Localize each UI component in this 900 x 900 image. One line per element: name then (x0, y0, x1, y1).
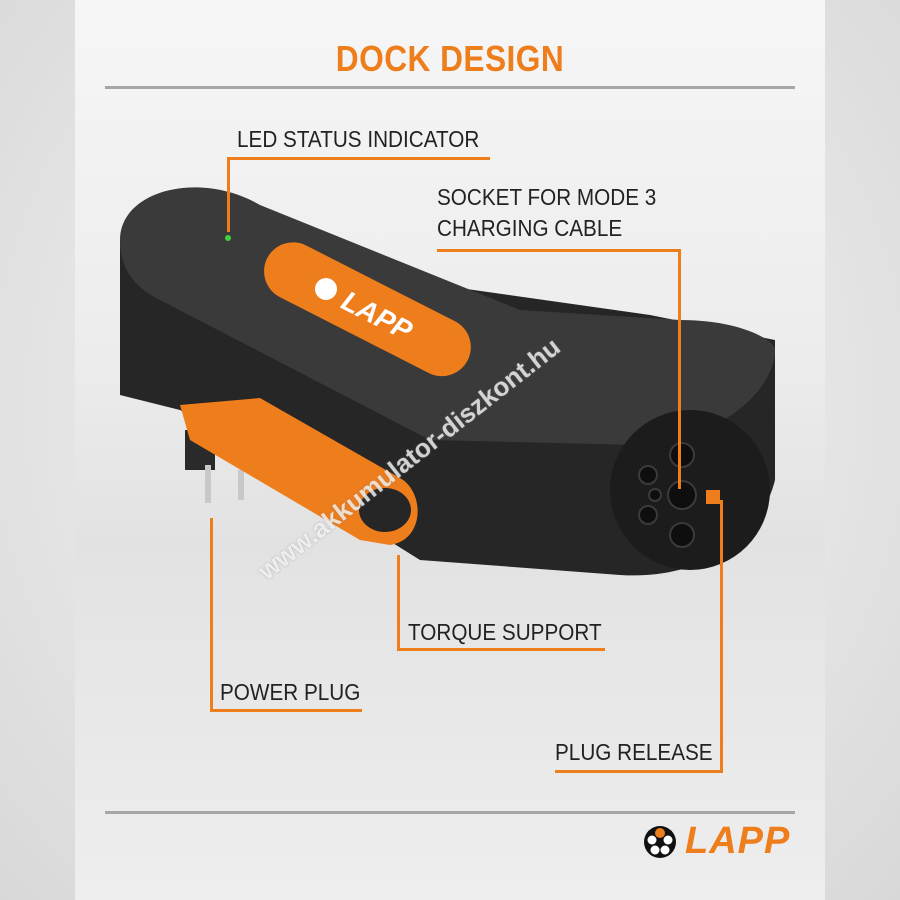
top-divider (105, 86, 795, 89)
leader-line (210, 709, 362, 712)
device-logo-icon (315, 278, 337, 300)
leader-line (227, 157, 490, 160)
device-logo-badge (264, 242, 471, 377)
lapp-brand-logo: LAPP (643, 820, 790, 863)
leader-line (227, 157, 230, 232)
plug-release-button (706, 490, 720, 504)
torque-support-arm (180, 398, 418, 545)
leader-line (397, 648, 605, 651)
leader-line (210, 518, 213, 712)
label-torque-support: TORQUE SUPPORT (408, 619, 602, 645)
bottom-divider (105, 811, 795, 814)
torque-support-pivot (359, 488, 411, 532)
leader-line (437, 249, 680, 252)
power-plug-pin (205, 465, 211, 503)
socket-pins (638, 442, 697, 548)
label-socket-line2: CHARGING CABLE (437, 215, 623, 241)
label-power-plug: POWER PLUG (220, 679, 361, 705)
led-indicator (225, 235, 231, 241)
label-plug-release: PLUG RELEASE (555, 739, 713, 765)
power-plug-pin (238, 470, 244, 500)
lapp-logo-icon (644, 825, 676, 858)
leader-line (678, 249, 681, 489)
leader-line (397, 555, 400, 651)
label-led-status-indicator: LED STATUS INDICATOR (237, 126, 480, 152)
page-title: DOCK DESIGN (335, 38, 565, 79)
leader-line (555, 770, 722, 773)
lapp-logo-text: LAPP (685, 820, 791, 862)
leader-line (720, 500, 723, 773)
label-socket-line1: SOCKET FOR MODE 3 (437, 184, 657, 210)
